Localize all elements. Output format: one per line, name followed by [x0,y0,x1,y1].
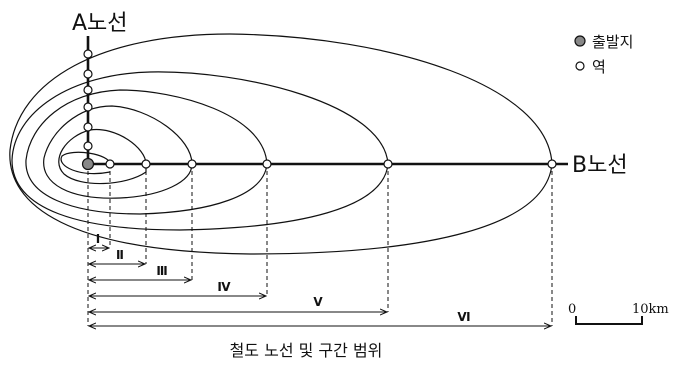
a-line-stations [83,49,93,151]
section-arrows [89,248,551,326]
section-label-4: Ⅳ [217,280,231,294]
section-label-2: Ⅱ [116,248,124,262]
station-marker [141,159,151,169]
coverage-ellipse-2 [58,128,147,185]
station-marker [262,159,272,169]
station-marker [547,159,557,169]
coverage-ellipse-4 [25,89,268,215]
legend-station-icon [575,61,585,71]
legend: 출발지 역 [574,33,633,76]
scale-bar-line [575,316,643,325]
section-label-1: Ⅰ [96,232,100,246]
station-marker [105,159,115,169]
station-marker [83,69,93,79]
scale-start-label: 0 [568,302,576,317]
section-label-5: Ⅴ [313,295,323,309]
origin-marker [81,157,95,171]
coverage-ellipse-5 [11,71,389,231]
coverage-ellipse-3 [43,105,193,199]
coverage-ellipse-6 [9,33,553,255]
station-marker [187,159,197,169]
a-line-label: A노선 [72,11,128,36]
section-label-3: Ⅲ [156,264,167,278]
legend-origin-icon [574,35,586,47]
station-marker [83,85,93,95]
coverage-ellipses [9,33,553,255]
b-line-label: B노선 [572,153,628,178]
legend-station-label: 역 [592,58,606,76]
coverage-ellipse-1 [60,151,111,175]
station-marker [83,122,93,132]
diagram-caption: 철도 노선 및 구간 범위 [230,341,383,360]
scale-bar: 0 10km [568,302,669,325]
scale-end-label: 10km [632,302,669,317]
station-marker [83,141,93,151]
legend-origin-label: 출발지 [592,33,633,51]
b-line-stations [105,159,557,169]
section-label-6: Ⅵ [457,310,470,324]
station-marker [83,49,93,59]
station-marker [83,102,93,112]
station-marker [383,159,393,169]
